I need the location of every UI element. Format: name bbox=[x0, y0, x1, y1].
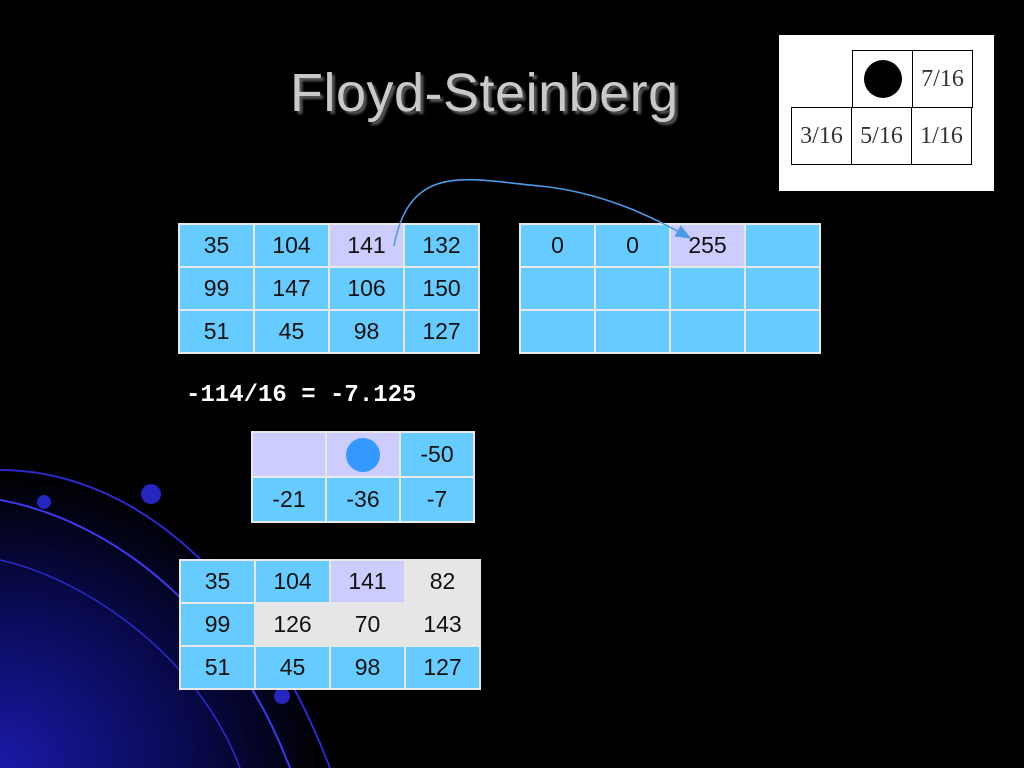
grid-cell: 45 bbox=[253, 309, 330, 354]
grid-cell: -7 bbox=[399, 476, 475, 523]
grid-cell bbox=[251, 431, 327, 478]
kernel-bottom-left-weight: 3/16 bbox=[791, 107, 852, 165]
grid-cell bbox=[594, 309, 671, 354]
grid-cell: 104 bbox=[253, 223, 330, 268]
grid-cell: 147 bbox=[253, 266, 330, 311]
grid-cell-current: 255 bbox=[669, 223, 746, 268]
grid-cell: 0 bbox=[519, 223, 596, 268]
grid-cell: 150 bbox=[403, 266, 480, 311]
grid-cell bbox=[744, 266, 821, 311]
grid-cell: 51 bbox=[178, 309, 255, 354]
grid-cell: 98 bbox=[328, 309, 405, 354]
kernel-current-pixel bbox=[852, 50, 913, 108]
kernel-right-weight: 7/16 bbox=[912, 50, 973, 108]
grid-cell: 98 bbox=[329, 645, 406, 690]
error-distribution-grid: -50 -21 -36 -7 bbox=[251, 431, 475, 523]
grid-cell: 0 bbox=[594, 223, 671, 268]
current-pixel-dot-icon bbox=[863, 60, 902, 98]
grid-cell-current: 141 bbox=[329, 559, 406, 604]
output-pixel-grid: 0 0 255 bbox=[519, 223, 821, 354]
table-row: -21 -36 -7 bbox=[251, 476, 475, 523]
grid-cell bbox=[669, 266, 746, 311]
kernel-bottom-weight: 5/16 bbox=[851, 107, 912, 165]
grid-cell: -36 bbox=[325, 476, 401, 523]
original-pixel-grid: 35 104 141 132 99 147 106 150 51 45 98 1… bbox=[178, 223, 480, 354]
table-row: 35 104 141 82 bbox=[179, 559, 481, 604]
table-row bbox=[519, 266, 821, 311]
table-row: -50 bbox=[251, 431, 475, 478]
grid-cell bbox=[594, 266, 671, 311]
grid-cell bbox=[744, 309, 821, 354]
table-row: 51 45 98 127 bbox=[179, 645, 481, 690]
updated-pixel-grid: 35 104 141 82 99 126 70 143 51 45 98 127 bbox=[179, 559, 481, 690]
grid-cell bbox=[519, 309, 596, 354]
table-row: 51 45 98 127 bbox=[178, 309, 480, 354]
grid-cell bbox=[519, 266, 596, 311]
grid-cell: 35 bbox=[178, 223, 255, 268]
error-formula: -114/16 = -7.125 bbox=[186, 382, 417, 409]
slide-title: Floyd-Steinberg bbox=[290, 63, 679, 123]
grid-cell: 99 bbox=[179, 602, 256, 647]
kernel-bottom-right-weight: 1/16 bbox=[911, 107, 972, 165]
grid-cell: -21 bbox=[251, 476, 327, 523]
grid-cell: 132 bbox=[403, 223, 480, 268]
grid-cell: 35 bbox=[179, 559, 256, 604]
table-row: 99 147 106 150 bbox=[178, 266, 480, 311]
table-row: 35 104 141 132 bbox=[178, 223, 480, 268]
grid-cell bbox=[669, 309, 746, 354]
current-pixel-dot-icon bbox=[346, 437, 380, 472]
grid-cell-updated: 143 bbox=[404, 602, 481, 647]
grid-cell-current bbox=[325, 431, 401, 478]
grid-cell-updated: 126 bbox=[254, 602, 331, 647]
grid-cell: 45 bbox=[254, 645, 331, 690]
grid-cell-current: 141 bbox=[328, 223, 405, 268]
table-row bbox=[519, 309, 821, 354]
grid-cell: -50 bbox=[399, 431, 475, 478]
grid-cell: 99 bbox=[178, 266, 255, 311]
grid-cell: 106 bbox=[328, 266, 405, 311]
grid-cell: 127 bbox=[403, 309, 480, 354]
grid-cell-updated: 82 bbox=[404, 559, 481, 604]
grid-cell bbox=[744, 223, 821, 268]
error-kernel-diagram: 7/16 3/16 5/16 1/16 bbox=[779, 35, 994, 191]
grid-cell-updated: 70 bbox=[329, 602, 406, 647]
grid-cell: 51 bbox=[179, 645, 256, 690]
table-row: 0 0 255 bbox=[519, 223, 821, 268]
table-row: 99 126 70 143 bbox=[179, 602, 481, 647]
grid-cell: 104 bbox=[254, 559, 331, 604]
grid-cell: 127 bbox=[404, 645, 481, 690]
